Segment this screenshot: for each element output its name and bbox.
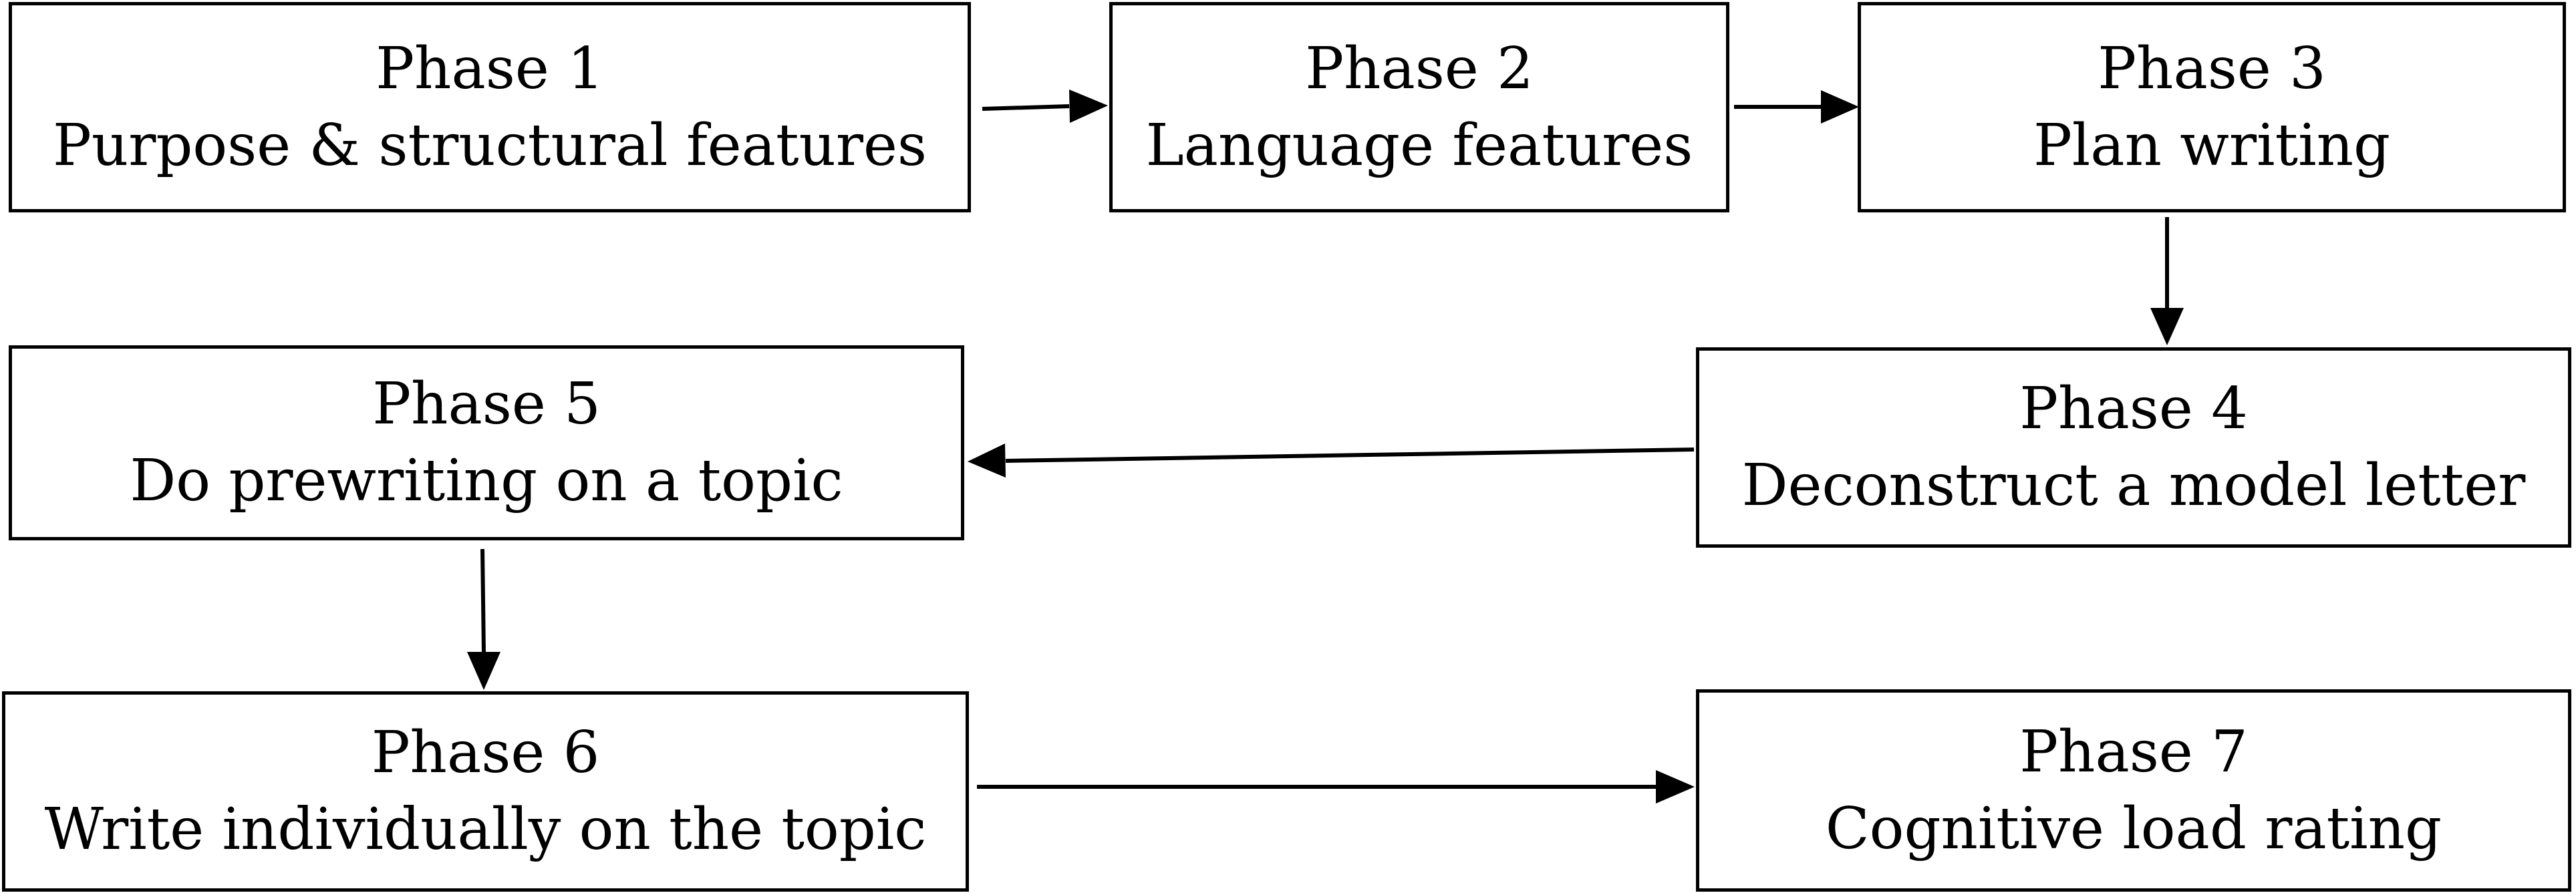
phase-7-box: Phase 7 Cognitive load rating [1696,689,2571,892]
phase-1-box: Phase 1 Purpose & structural features [9,2,971,212]
phase-4-title: Phase 4 [2019,375,2248,442]
phase-1-title: Phase 1 [376,35,604,102]
phase-5-box: Phase 5 Do prewriting on a topic [9,345,964,540]
phase-4-description: Deconstruct a model letter [1741,452,2526,519]
phase-5-title: Phase 5 [372,371,601,437]
arrowhead-3 [2150,308,2184,345]
arrowhead-1 [1069,90,1108,123]
arrowhead-4 [968,443,1006,478]
arrow-phase-4-to-5 [1005,448,1695,463]
phase-3-box: Phase 3 Plan writing [1858,2,2566,212]
phase-2-title: Phase 2 [1305,35,1534,102]
phase-6-box: Phase 6 Write individually on the topic [2,691,969,892]
phase-6-description: Write individually on the topic [44,796,927,863]
arrowhead-2 [1821,90,1859,124]
phase-6-title: Phase 6 [371,719,600,786]
arrowhead-6 [1656,770,1695,803]
phase-7-title: Phase 7 [2019,718,2248,785]
arrow-phase-1-to-2 [982,104,1070,111]
phase-2-description: Language features [1145,112,1693,179]
arrowhead-5 [467,652,500,690]
phase-4-box: Phase 4 Deconstruct a model letter [1696,347,2571,548]
phase-5-description: Do prewriting on a topic [130,448,843,514]
phase-1-description: Purpose & structural features [52,112,927,179]
phase-7-description: Cognitive load rating [1825,795,2442,862]
phase-2-box: Phase 2 Language features [1109,2,1729,212]
arrow-phase-5-to-6 [480,548,486,654]
phase-3-title: Phase 3 [2098,35,2326,102]
phase-3-description: Plan writing [2033,112,2391,179]
